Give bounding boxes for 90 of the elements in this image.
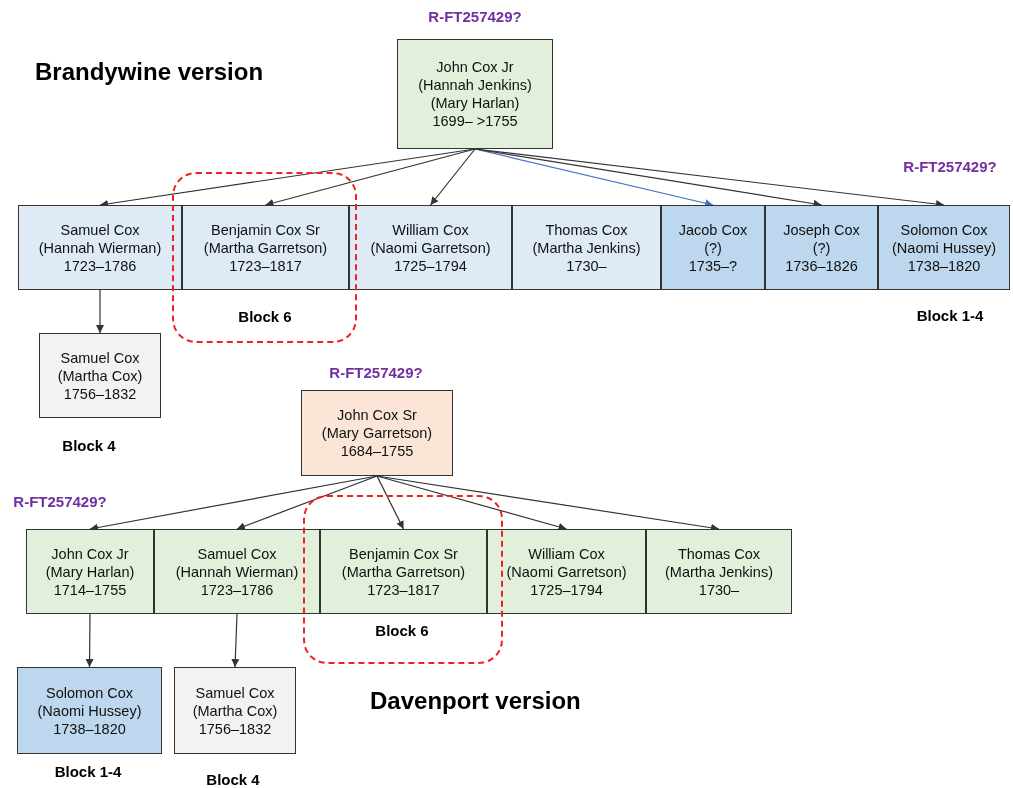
spouse-name: (Hannah Wierman) — [175, 562, 299, 581]
haplogroup-label: R-FT257429? — [903, 158, 997, 175]
life-dates: 1756–1832 — [198, 719, 272, 738]
life-dates: 1738–1820 — [53, 719, 126, 738]
person-box — [646, 529, 792, 614]
person-name: Samuel Cox — [60, 220, 140, 239]
haplogroup-label: R-FT257429? — [428, 8, 522, 25]
haplogroup-label: R-FT257429? — [329, 364, 423, 381]
person-box — [154, 529, 320, 614]
person-name: Samuel Cox — [195, 683, 275, 702]
person-name: Jacob Cox — [678, 220, 748, 239]
spouse-name: (Mary Harlan) — [45, 562, 135, 581]
person-name: Samuel Cox — [60, 348, 140, 367]
person-box — [301, 390, 453, 476]
arrow — [96, 289, 104, 334]
person-box — [26, 529, 154, 614]
person-name: Thomas Cox — [545, 220, 628, 239]
person-box — [18, 205, 182, 290]
person-box — [349, 205, 512, 290]
person-name: Thomas Cox — [677, 544, 761, 563]
person-box — [661, 205, 765, 290]
arrow — [236, 475, 378, 530]
spouse-name: (Martha Garretson) — [203, 238, 328, 257]
person-name: Joseph Cox — [783, 220, 860, 239]
block-label: Block 6 — [238, 308, 292, 325]
life-dates: 1723–1786 — [200, 580, 274, 599]
person-box — [512, 205, 661, 290]
person-box — [320, 529, 487, 614]
spouse-name: (Naomi Garretson) — [370, 238, 491, 257]
spouse-name: (Mary Garretson) — [321, 424, 433, 442]
arrow — [264, 148, 476, 207]
person-box — [878, 205, 1010, 290]
version-heading: Davenport version — [370, 687, 581, 715]
spouse-name: (Naomi Hussey) — [37, 701, 142, 720]
life-dates: 1756–1832 — [63, 384, 137, 403]
haplogroup-label: R-FT257429? — [13, 493, 107, 510]
life-dates: 1723–1786 — [63, 256, 137, 275]
person-box — [487, 529, 646, 614]
arrow — [474, 148, 945, 208]
life-dates: 1736–1826 — [785, 256, 858, 275]
life-dates: 1725–1794 — [530, 580, 603, 599]
life-dates: 1684–1755 — [340, 442, 414, 460]
block-label: Block 6 — [375, 622, 429, 639]
person-name: Samuel Cox — [197, 544, 277, 563]
life-dates: 1723–1817 — [229, 256, 302, 275]
spouse-name: (Martha Jenkins) — [665, 562, 773, 581]
block-label: Block 1-4 — [54, 763, 122, 780]
person-name: Benjamin Cox Sr — [349, 544, 458, 563]
person-box — [39, 333, 161, 418]
spouse-name: (Naomi Garretson) — [506, 562, 627, 581]
person-box — [174, 667, 296, 754]
spouse-name: (Hannah Jenkins) — [418, 76, 532, 94]
spouse-name: (Martha Garretson) — [341, 562, 466, 581]
life-dates: 1699– >1755 — [432, 112, 518, 130]
spouse-name: (Martha Cox) — [57, 366, 143, 385]
arrow — [231, 613, 240, 668]
person-name: John Cox Jr — [436, 58, 514, 76]
life-dates: 1714–1755 — [53, 580, 127, 599]
arrow — [85, 613, 94, 668]
life-dates: 1730– — [566, 256, 607, 275]
life-dates: 1730– — [698, 580, 740, 599]
arrow — [376, 475, 720, 532]
person-name: William Cox — [392, 220, 469, 239]
life-dates: 1725–1794 — [394, 256, 467, 275]
person-box — [182, 205, 349, 290]
version-heading: Brandywine version — [35, 58, 264, 86]
person-name: Benjamin Cox Sr — [211, 220, 320, 239]
person-box — [765, 205, 878, 290]
arrow — [429, 148, 476, 206]
person-name: Solomon Cox — [900, 220, 988, 239]
person-name: John Cox Jr — [51, 544, 129, 563]
block-label: Block 1-4 — [916, 307, 984, 324]
person-box — [397, 39, 553, 149]
spouse-name: (Mary Harlan) — [430, 94, 520, 112]
spouse-name: (?) — [704, 238, 722, 257]
person-name: John Cox Sr — [337, 406, 417, 424]
life-dates: 1738–1820 — [907, 256, 981, 275]
spouse-name: (Martha Jenkins) — [532, 238, 641, 257]
person-box — [17, 667, 162, 754]
spouse-name: (?) — [812, 238, 831, 257]
life-dates: 1723–1817 — [367, 580, 440, 599]
block-label: Block 4 — [206, 771, 260, 788]
spouse-name: (Martha Cox) — [192, 701, 278, 720]
spouse-name: (Hannah Wierman) — [38, 238, 162, 257]
arrow — [376, 475, 405, 530]
block-label: Block 4 — [62, 437, 116, 454]
spouse-name: (Naomi Hussey) — [892, 238, 996, 257]
person-name: Solomon Cox — [45, 683, 133, 702]
life-dates: 1735–? — [688, 256, 738, 275]
person-name: William Cox — [528, 544, 605, 563]
